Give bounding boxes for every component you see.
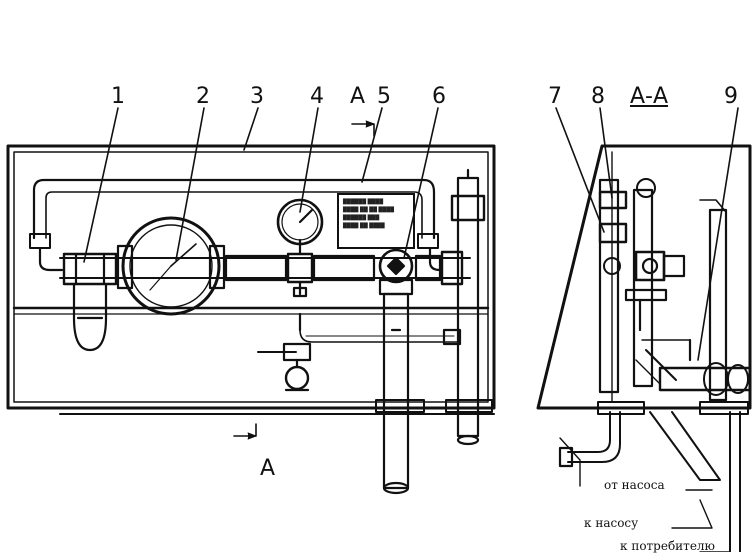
drain-pipe [382, 292, 410, 490]
callout-7: 7 [548, 84, 562, 109]
frame-inner [13, 151, 489, 403]
callout-2: 2 [196, 84, 210, 109]
callout-8: 8 [591, 84, 605, 109]
flowmeter-dial [121, 216, 221, 316]
label-to-pump: к насосу [584, 516, 639, 530]
section-housing [536, 144, 752, 410]
callout-3: 3 [250, 84, 264, 109]
callout-9: 9 [724, 84, 738, 109]
callout-4: 4 [310, 84, 324, 109]
callout-section-a-top: А [350, 84, 366, 109]
callout-6: 6 [432, 84, 446, 109]
filter-bowl [72, 282, 108, 352]
control-valve [378, 248, 414, 284]
section-title: А-А [630, 84, 669, 109]
nameplate-line: ██████ ████ [343, 199, 384, 205]
label-to-consumer: к потребителю [620, 539, 715, 553]
frame-outer [6, 144, 496, 410]
label-from-pump: от насоса [604, 478, 665, 492]
pressure-gauge [276, 198, 324, 246]
nameplate-line: ████ ██ ██ ████ [343, 207, 394, 213]
callout-1: 1 [111, 84, 125, 109]
nameplate-line: ████ ██ ████ [343, 223, 385, 229]
section-mark-bottom: А [260, 456, 276, 481]
section-valve [634, 250, 666, 282]
callout-5: 5 [377, 84, 391, 109]
nameplate: ██████ ████ ████ ██ ██ ████ ██████ ███ █… [340, 196, 412, 246]
nameplate-line: ██████ ███ [343, 215, 380, 221]
bypass-pipe [32, 178, 436, 240]
filter-body [62, 252, 118, 286]
